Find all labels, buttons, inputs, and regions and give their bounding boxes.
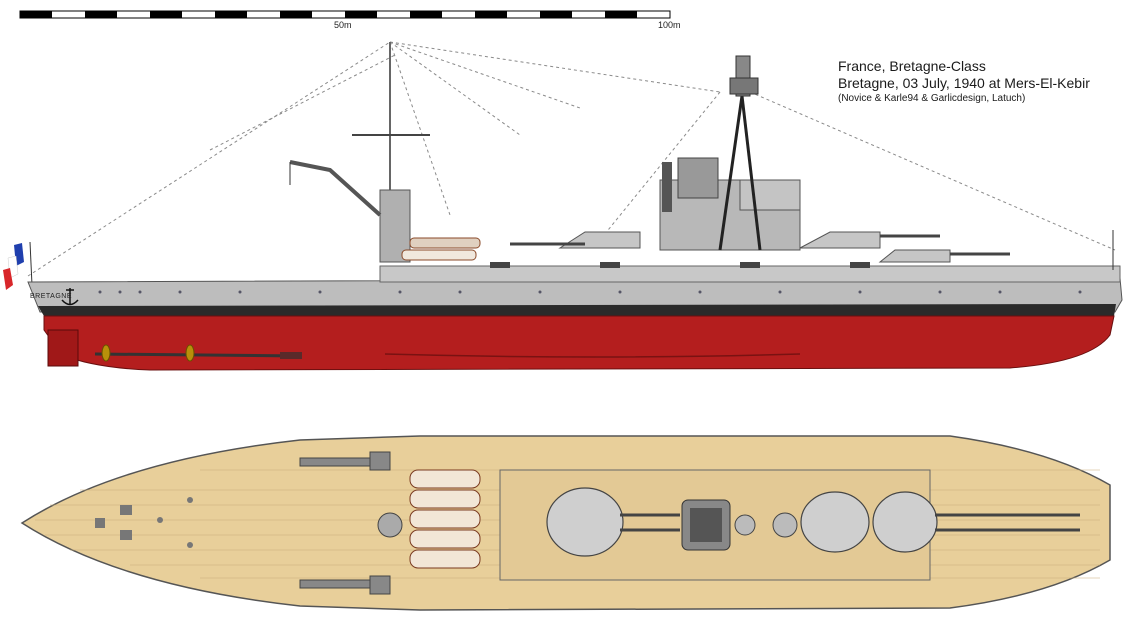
title-block: France, Bretagne-Class Bretagne, 03 July…	[838, 58, 1090, 106]
scale-bar	[19, 10, 671, 19]
deck-plan	[20, 435, 1111, 611]
side-profile	[3, 42, 1123, 371]
class-title: France, Bretagne-Class	[838, 58, 986, 74]
ship-date-title: Bretagne, 03 July, 1940 at Mers-El-Kebir	[838, 75, 1090, 91]
anchor-icon	[61, 288, 79, 306]
scale-label-text: 100m	[658, 20, 681, 30]
hull-name-label: BRETAGNE	[30, 293, 72, 300]
rigging-lines	[27, 41, 1116, 277]
scale-label-text: 50m	[334, 20, 352, 30]
scale-label-50m: 50m	[334, 20, 352, 30]
credits: (Novice & Karle94 & Garlicdesign, Latuch…	[838, 93, 1026, 104]
tricolour-flag-icon	[3, 241, 33, 290]
propeller-icon	[94, 344, 302, 362]
scale-label-100m: 100m	[658, 20, 681, 30]
